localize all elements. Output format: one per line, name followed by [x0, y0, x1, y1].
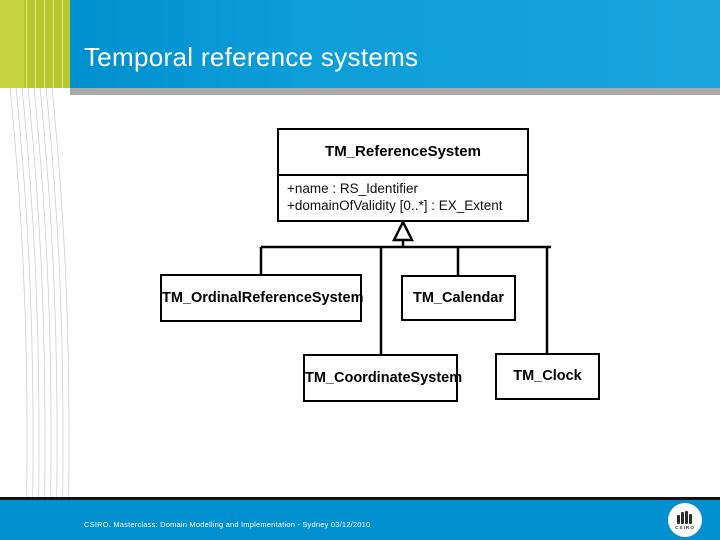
- header-banner: [70, 0, 720, 88]
- class-box-tm-clock[interactable]: TM_Clock: [495, 353, 600, 400]
- class-attributes-tm-reference-system: +name : RS_Identifier +domainOfValidity …: [279, 176, 527, 216]
- class-divider: [279, 174, 527, 176]
- header-divider-rule: [70, 88, 720, 95]
- attribute-name: +name : RS_Identifier: [287, 181, 418, 196]
- class-name-tm-calendar: TM_Calendar: [412, 290, 505, 306]
- uml-diagram: TM_ReferenceSystem +name : RS_Identifier…: [0, 95, 720, 495]
- class-name-tm-ordinal-reference-system: TM_OrdinalReferenceSystem: [162, 290, 364, 306]
- csiro-logo-text: CSIRO: [675, 524, 695, 530]
- generalization-arrowhead: [391, 219, 415, 242]
- generalization-connectors: [259, 219, 551, 354]
- header-stripe-pattern: [8, 0, 64, 88]
- footer-caption: CSIRO. Masterclass: Domain Modelling and…: [84, 520, 371, 529]
- left-hatch-pattern: [0, 88, 70, 540]
- csiro-logo: CSIRO: [668, 503, 702, 537]
- attribute-domain-of-validity: +domainOfValidity [0..*] : EX_Extent: [287, 198, 503, 213]
- footer-divider: [0, 497, 720, 500]
- csiro-mark-icon: [677, 510, 693, 524]
- class-box-tm-reference-system[interactable]: TM_ReferenceSystem +name : RS_Identifier…: [277, 128, 529, 222]
- class-name-tm-reference-system: TM_ReferenceSystem: [325, 143, 481, 160]
- footer-band: [0, 500, 720, 540]
- class-name-tm-coordinate-system: TM_CoordinateSystem: [305, 370, 463, 386]
- header-olive-block: [0, 0, 70, 88]
- class-box-tm-coordinate-system[interactable]: TM_CoordinateSystem: [303, 354, 463, 402]
- class-box-tm-calendar[interactable]: TM_Calendar: [401, 275, 516, 321]
- class-name-tm-clock: TM_Clock: [513, 368, 582, 384]
- class-box-tm-ordinal-reference-system[interactable]: TM_OrdinalReferenceSystem: [160, 274, 364, 322]
- page-title: Temporal reference systems: [84, 42, 419, 72]
